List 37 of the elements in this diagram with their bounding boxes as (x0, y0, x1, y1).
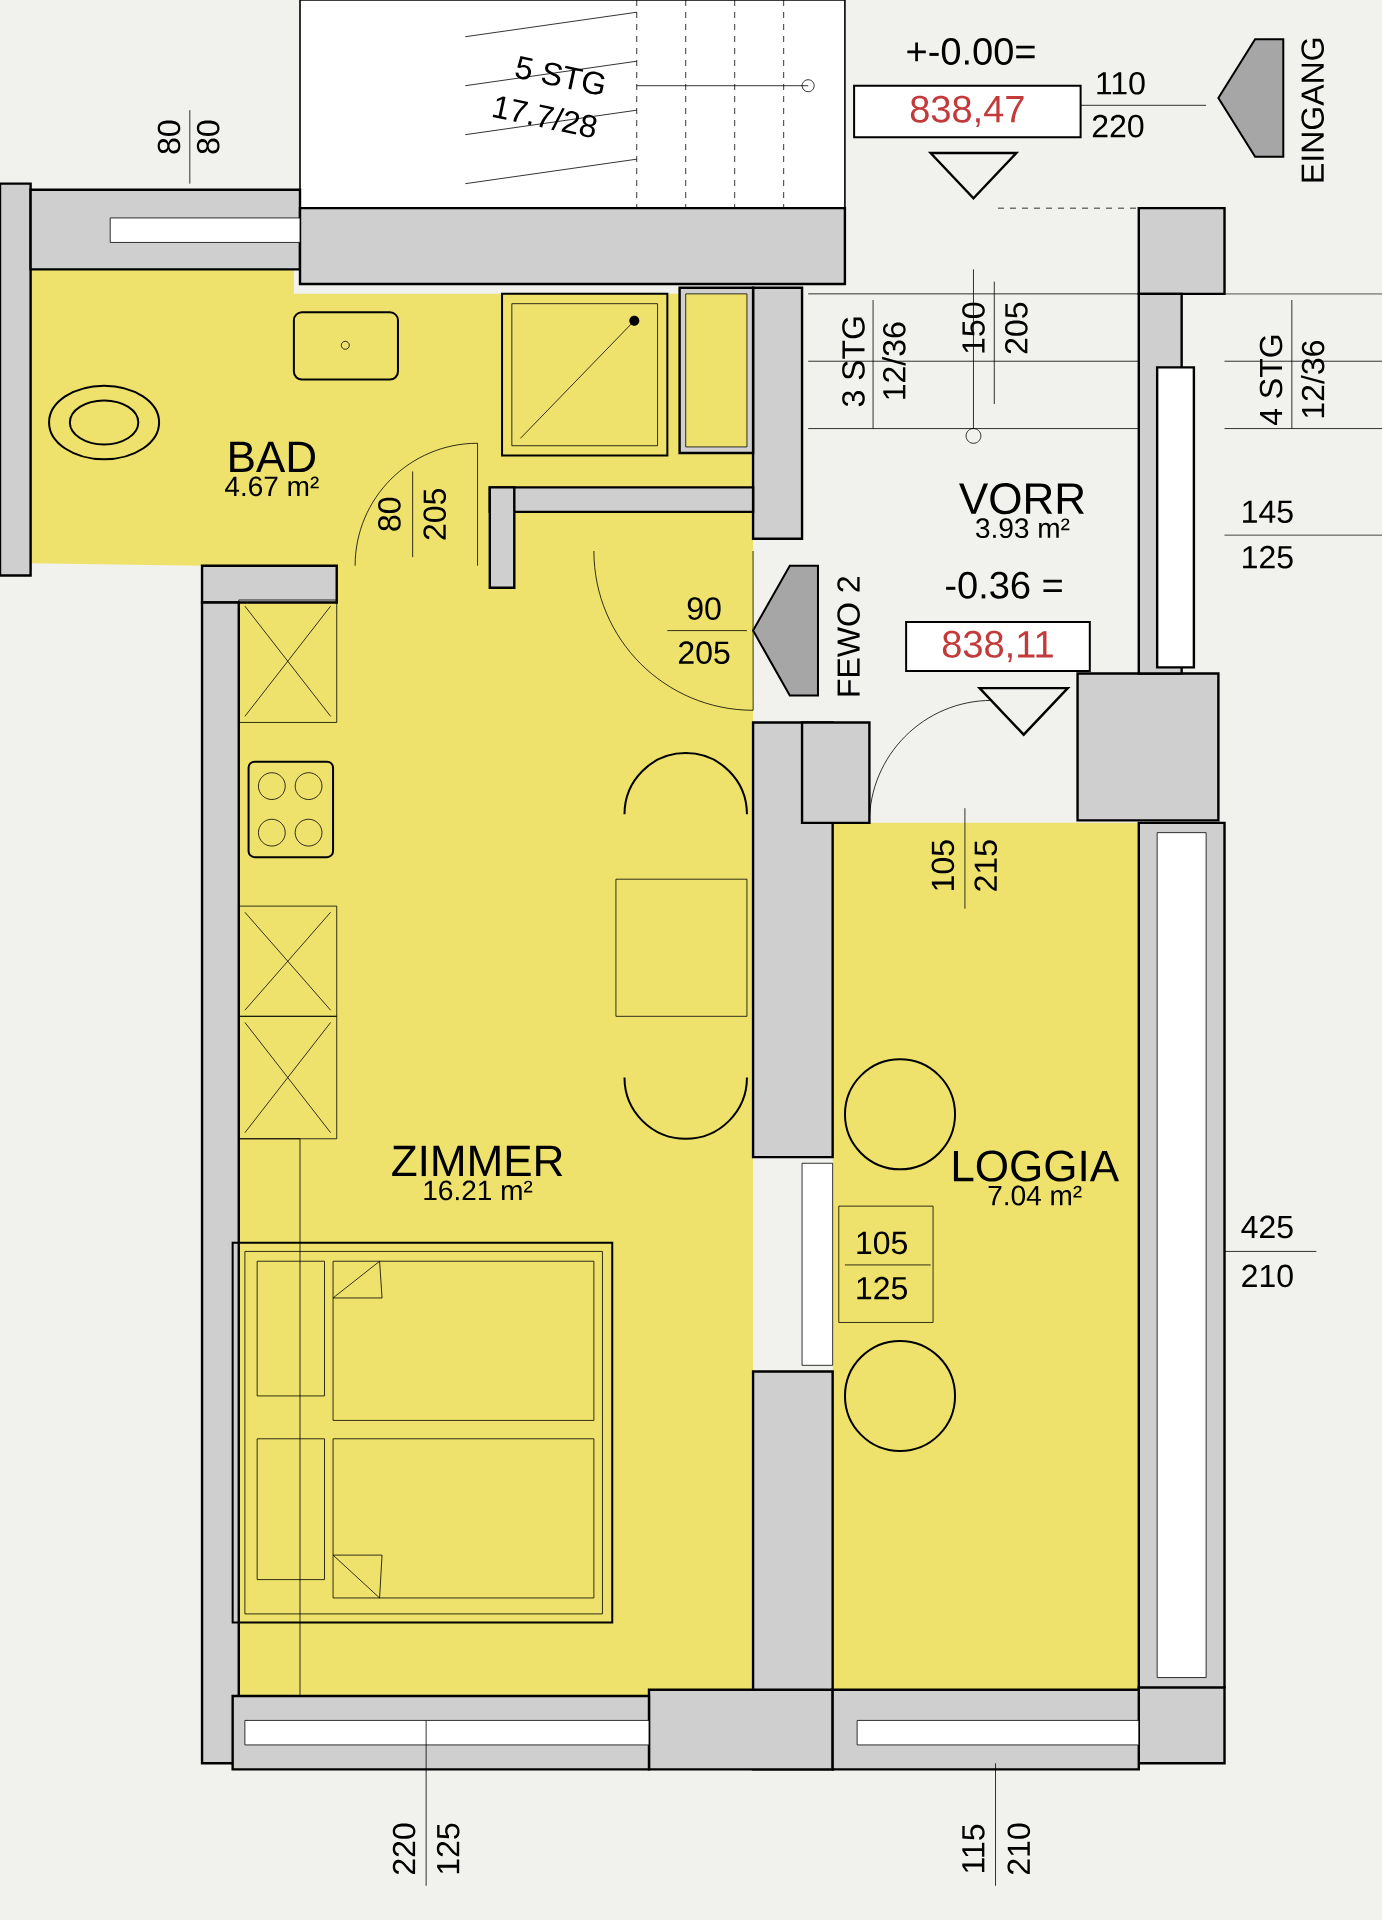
room-label: VORR 3.93 m² (958, 483, 1084, 539)
dimension-label: 90 (687, 597, 721, 620)
dimension-label: 210 (1242, 1264, 1293, 1288)
elevation-box: 838,11 (904, 621, 1091, 673)
dimension-label: 210 (1007, 1823, 1030, 1875)
dimension-label: 80 (157, 120, 181, 154)
dimension-label: 80 (196, 120, 220, 154)
stair-label: 3 STG (841, 317, 865, 407)
room-label: BAD 4.67 m² (224, 441, 319, 497)
room-label: ZIMMER 16.21 m² (391, 1145, 563, 1201)
dimension-label: 115 (962, 1824, 985, 1873)
stair-label: 12/36 (881, 322, 906, 399)
dimension-label: 110 (1097, 71, 1145, 95)
dimension-label: 205 (423, 488, 446, 540)
elevation-label: +-0.00= (907, 37, 1035, 65)
dimension-label: 150 (961, 302, 985, 353)
dimension-label: 205 (678, 641, 730, 664)
elevation-box: 838,47 (852, 84, 1082, 139)
elevation-label: -0.36 = (945, 571, 1062, 599)
room-label: LOGGIA 7.04 m² (953, 1150, 1119, 1206)
dimension-label: 105 (857, 1231, 907, 1255)
apartment-label: FEWO 2 (837, 577, 860, 696)
dimension-label: 145 (1242, 500, 1293, 523)
dimension-label: 220 (392, 1823, 416, 1875)
stair-label: 12/36 (1300, 340, 1325, 418)
stair-label: 17.7/28 (492, 96, 597, 138)
entrance-label: EINGANG (1301, 38, 1324, 182)
dimension-label: 125 (1242, 545, 1293, 569)
dimension-label: 125 (436, 1823, 460, 1874)
dimension-label: 80 (377, 497, 401, 531)
dimension-label: 425 (1241, 1215, 1293, 1239)
stair-label: 5 STG (515, 56, 605, 95)
dimension-label: 205 (1004, 302, 1028, 354)
dimension-label: 105 (931, 840, 954, 890)
dimension-label: 125 (857, 1276, 907, 1300)
stair-label: 4 STG (1259, 335, 1283, 426)
dimension-label: 215 (974, 840, 997, 891)
